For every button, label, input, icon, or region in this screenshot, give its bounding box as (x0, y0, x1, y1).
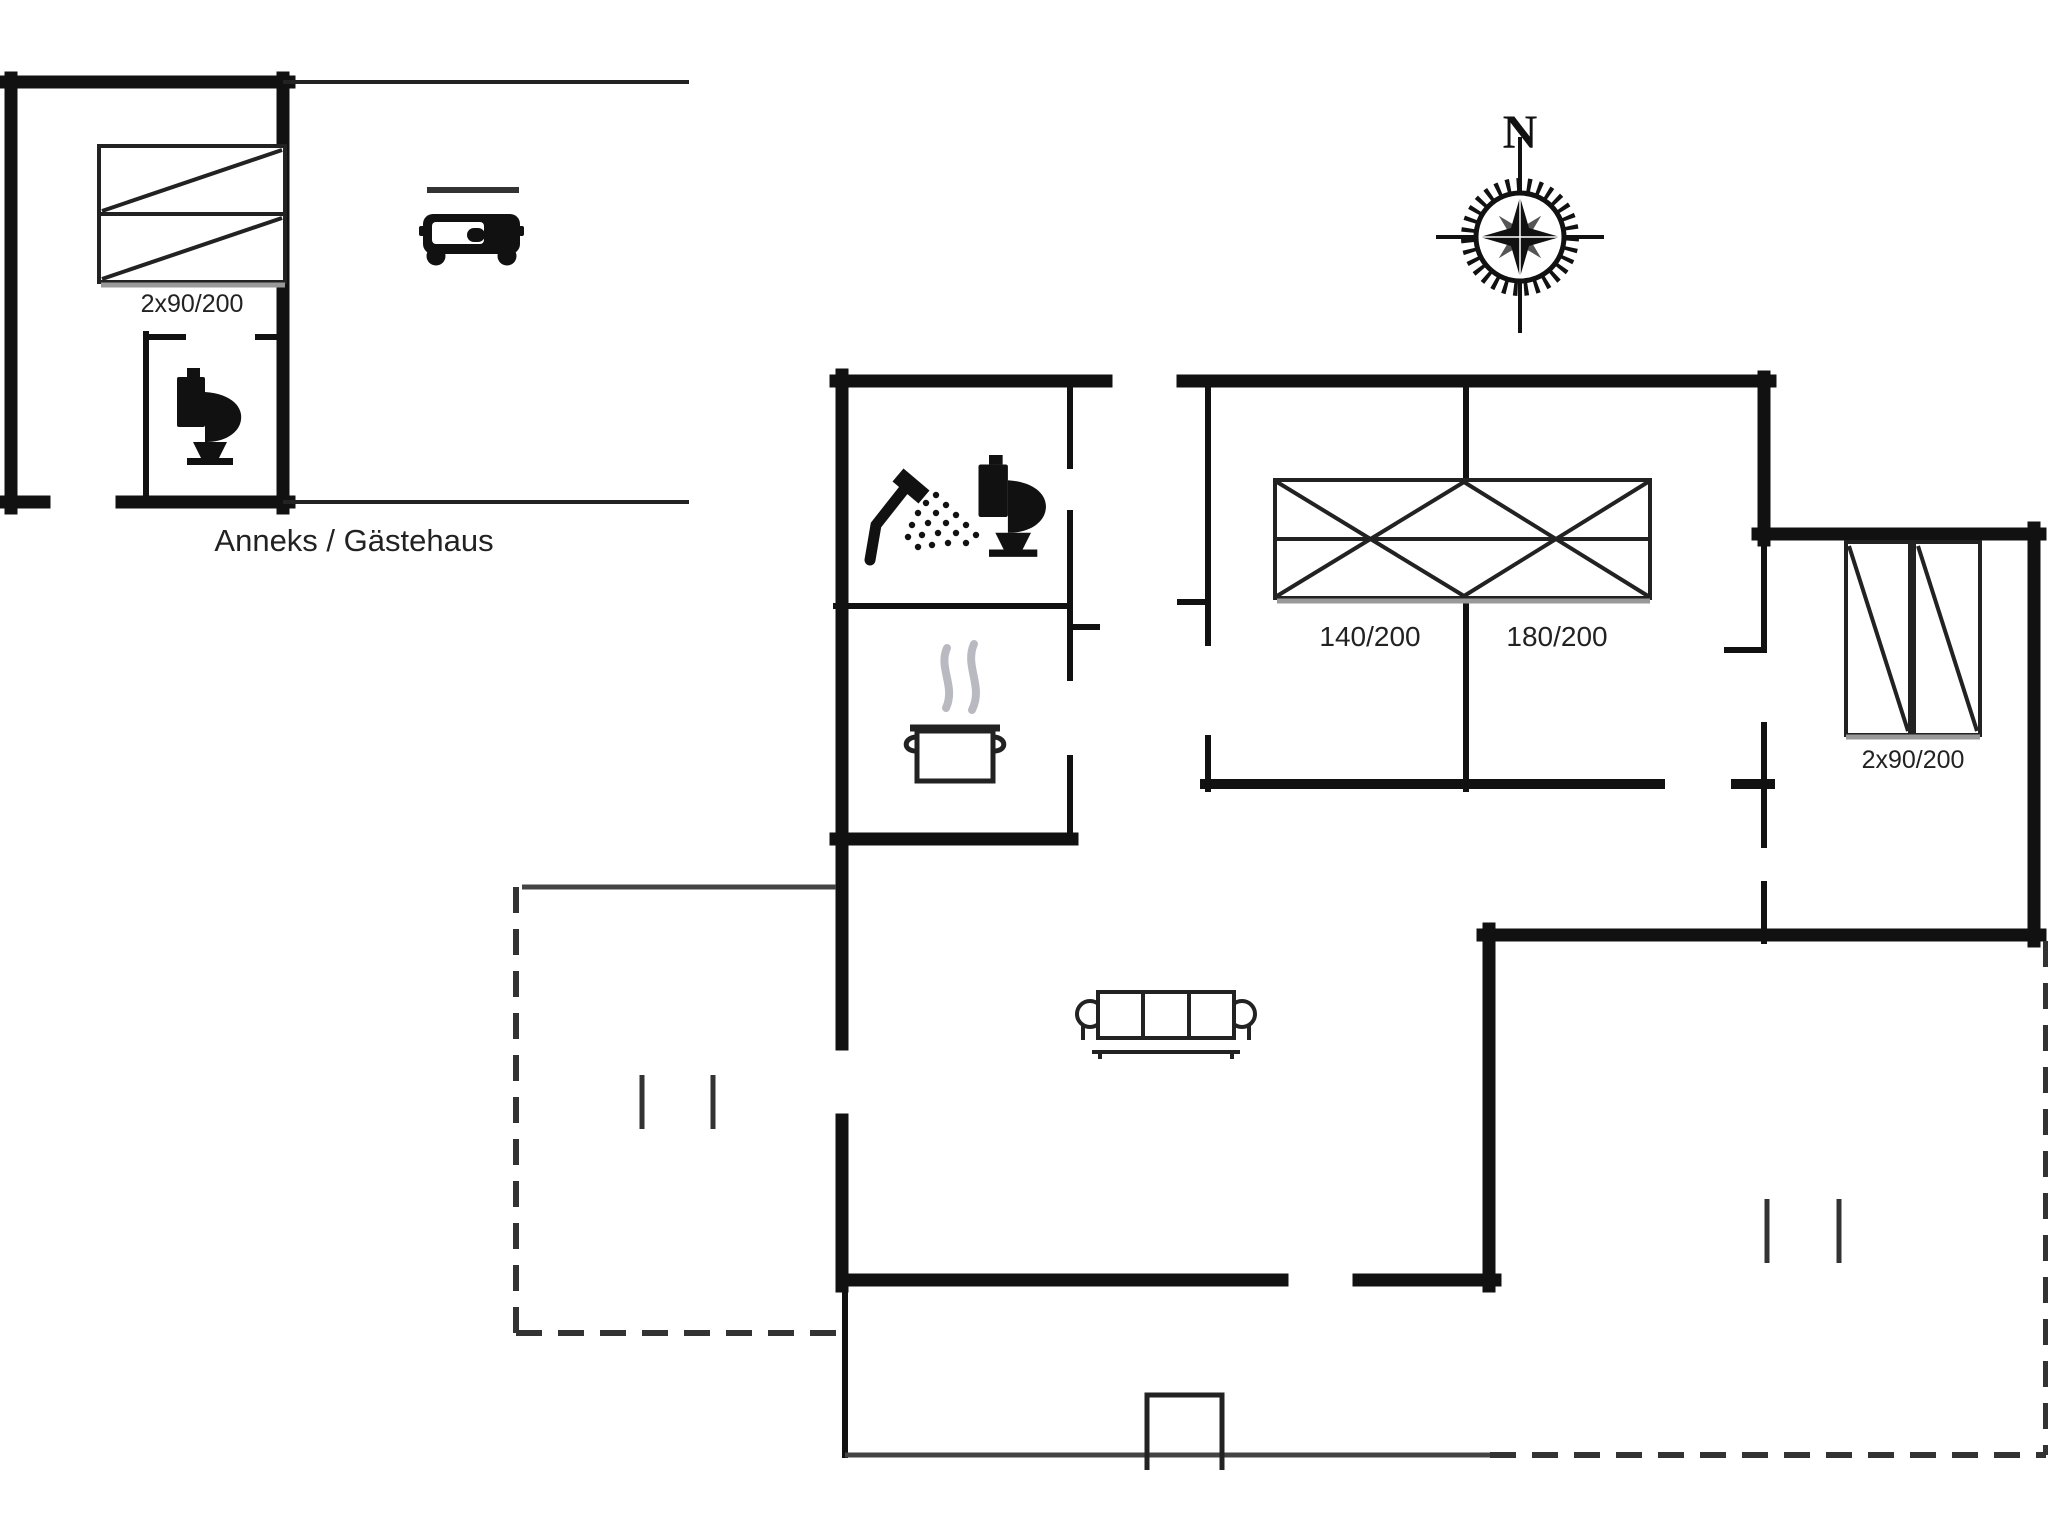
main-house-exterior-walls (829, 368, 2047, 1293)
shower-icon (864, 468, 980, 566)
toilet-icon (177, 368, 242, 465)
car-icon (419, 214, 524, 266)
toilet-icon (978, 455, 1046, 557)
sofa-icon (1075, 990, 1257, 1059)
annex-bed-size-label: 2x90/200 (141, 290, 244, 318)
bed-size-label-180: 180/200 (1506, 621, 1607, 652)
annex-caption: Anneks / Gästehaus (214, 523, 493, 558)
carport-outline (283, 80, 689, 504)
compass-rose-icon (1436, 137, 1604, 333)
terrace-south-east (845, 941, 2048, 1458)
bed-size-label-140: 140/200 (1319, 621, 1420, 652)
twin-bed-size-label: 2x90/200 (1862, 746, 1965, 774)
cooking-pot-icon (903, 640, 1007, 784)
bunk-bed-symbol (97, 144, 287, 288)
compass-north-label: N (1503, 106, 1538, 159)
double-bed-symbol (1273, 478, 1652, 604)
terrace-west (513, 884, 838, 1336)
twin-beds-symbol (1844, 540, 1982, 740)
fireplace-symbol (1144, 1392, 1225, 1470)
